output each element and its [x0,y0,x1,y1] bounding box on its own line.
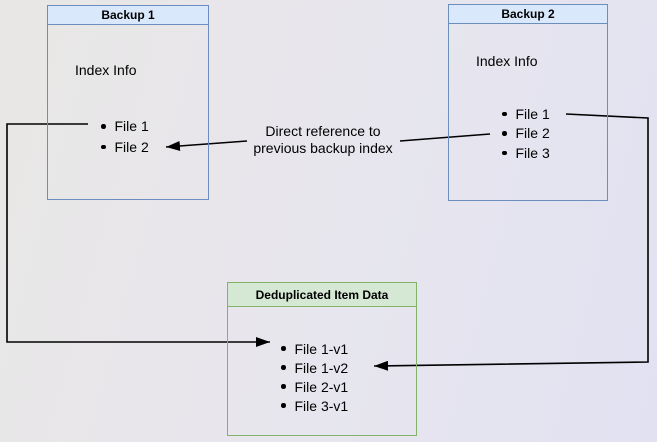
backup2-file-list: File 1 File 2 File 3 [502,104,550,163]
backup1-box: Backup 1 Index Info File 1 File 2 [47,5,209,200]
bullet-icon [281,403,286,408]
dedup-header: Deduplicated Item Data [228,283,416,307]
bullet-icon [281,384,286,389]
backup1-file-list: File 1 File 2 [101,116,149,157]
bullet-icon [502,150,507,155]
bullet-icon [502,111,507,116]
annotation-line2: previous backup index [253,140,393,156]
list-item: File 2 [101,137,149,158]
list-item: File 2 [502,124,550,144]
list-item: File 1-v2 [281,358,348,377]
list-item: File 1-v1 [281,339,348,358]
bullet-icon [281,365,286,370]
annotation-label: Direct reference to previous backup inde… [240,123,406,157]
dedup-box: Deduplicated Item Data File 1-v1 File 1-… [227,282,417,436]
dedup-file-label: File 3-v1 [294,397,349,414]
backup1-index-label: Index Info [75,62,137,78]
backup2-file-label: File 2 [515,125,550,142]
backup1-header: Backup 1 [48,6,208,25]
annotation-line1: Direct reference to [265,123,381,139]
list-item: File 2-v1 [281,377,348,396]
bullet-icon [101,124,106,129]
list-item: File 3 [502,143,550,163]
dedup-file-list: File 1-v1 File 1-v2 File 2-v1 File 3-v1 [281,339,348,415]
dedup-file-label: File 1-v1 [294,340,349,357]
backup2-file-label: File 3 [515,144,550,161]
bullet-icon [281,346,286,351]
backup1-title: Backup 1 [101,8,155,22]
backup2-header: Backup 2 [449,5,607,24]
dedup-title: Deduplicated Item Data [255,287,389,302]
dedup-file-label: File 1-v2 [294,359,349,376]
list-item: File 1 [502,104,550,124]
backup2-file-label: File 1 [515,105,550,122]
bullet-icon [101,144,106,149]
backup2-index-label: Index Info [476,53,538,69]
backup2-box: Backup 2 Index Info File 1 File 2 File 3 [448,4,608,201]
bullet-icon [502,131,507,136]
list-item: File 3-v1 [281,396,348,415]
backup1-file-label: File 1 [114,118,149,135]
backup1-file-label: File 2 [114,138,149,155]
list-item: File 1 [101,116,149,137]
backup2-title: Backup 2 [501,7,555,21]
dedup-file-label: File 2-v1 [294,378,349,395]
